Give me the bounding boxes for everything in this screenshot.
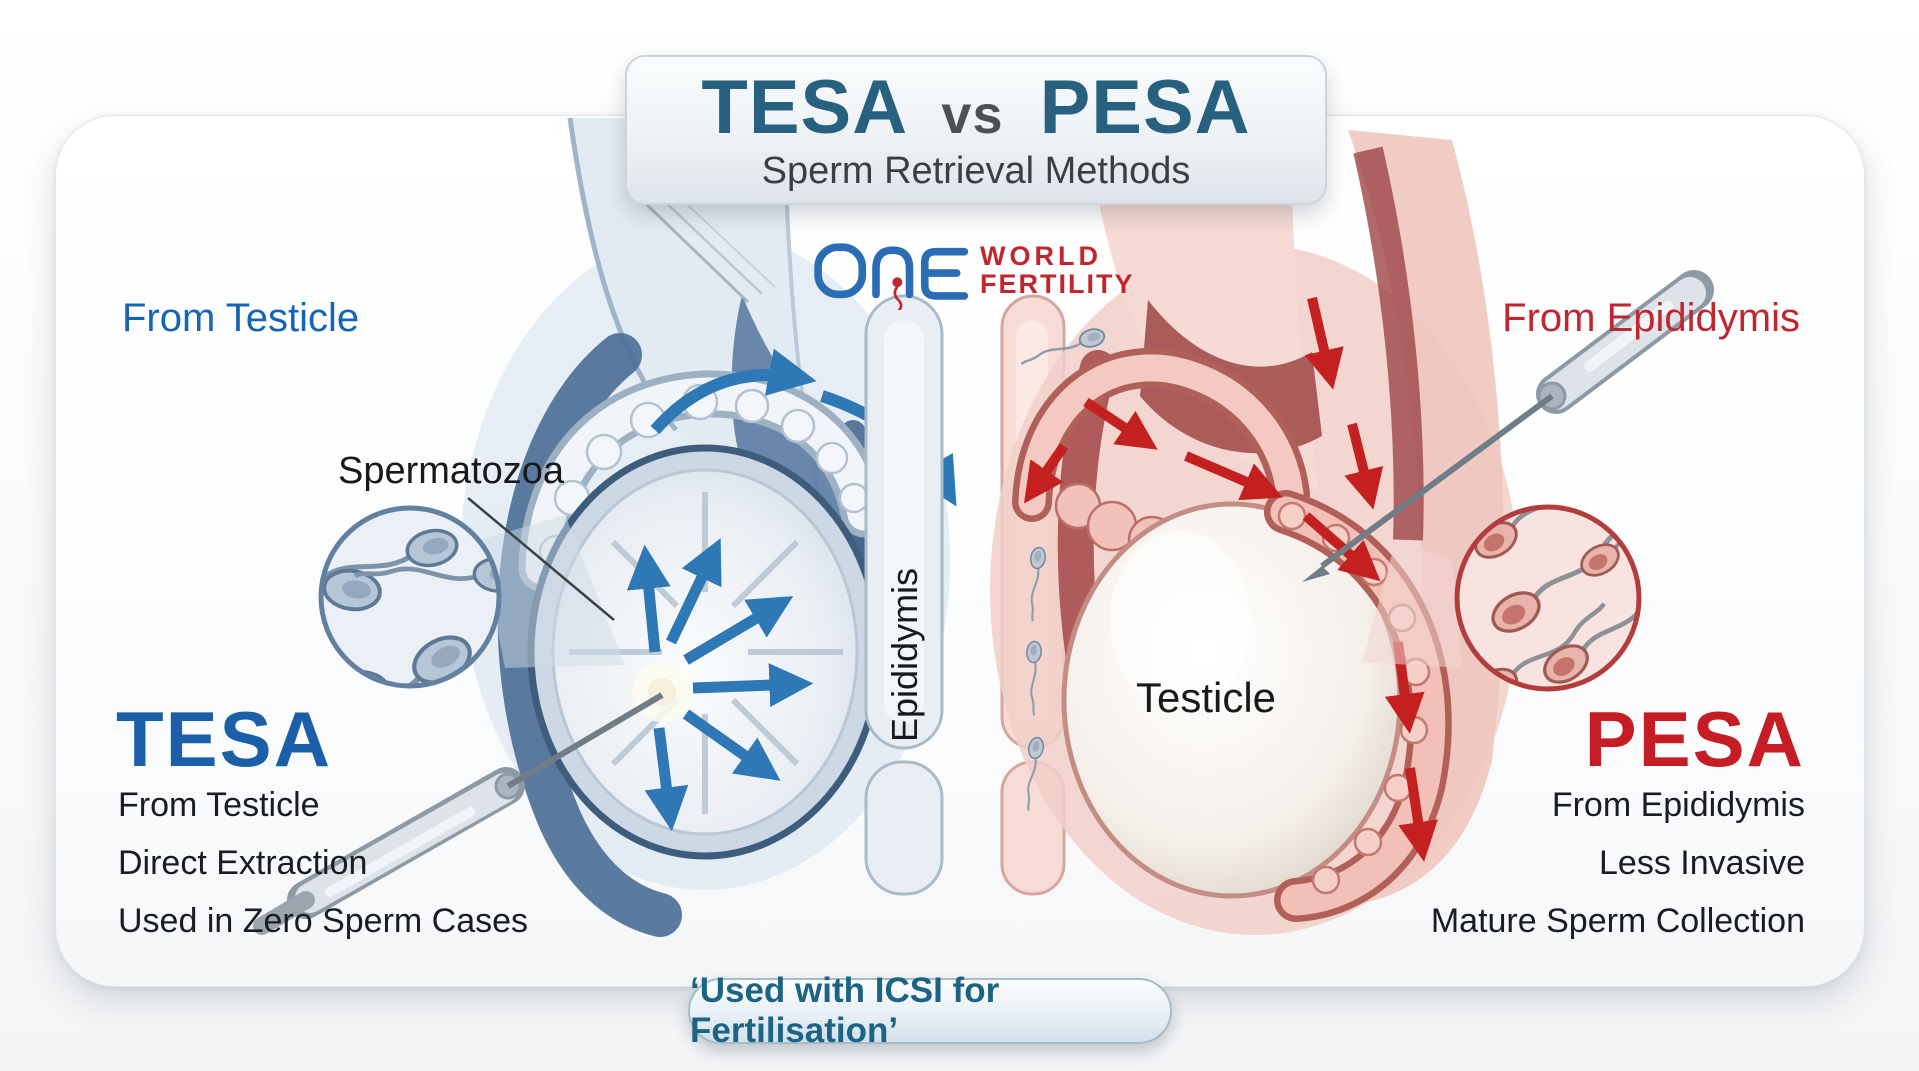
from-epididymis-label: From Epididymis [1502, 296, 1800, 340]
icsi-footer-badge: ‘Used with ICSI for Fertilisation’ [688, 971, 1172, 1050]
tesa-point-1: From Testicle [118, 786, 320, 824]
title-pesa: PESA [1039, 65, 1251, 150]
logo-wordmark: WORLD FERTILITY [980, 240, 1135, 299]
tesa-points: From Testicle Direct Extraction Used in … [118, 776, 528, 950]
title-vs: vs [941, 85, 1004, 145]
tesa-point-3: Used in Zero Sperm Cases [118, 902, 529, 940]
pesa-point-2: Less Invasive [1599, 844, 1805, 882]
epididymis-label: Epididymis [884, 567, 925, 742]
logo-word-world: WORLD [980, 240, 1102, 271]
pesa-point-3: Mature Sperm Collection [1430, 902, 1805, 940]
page-title: TESA vs PESA [701, 70, 1250, 146]
tesa-heading: TESA [116, 695, 333, 783]
testicle-label: Testicle [1135, 674, 1277, 721]
title-banner: TESA vs PESA Sperm Retrieval Methods [625, 55, 1327, 205]
logo-monogram-one [814, 243, 969, 310]
page-subtitle: Sperm Retrieval Methods [761, 150, 1191, 192]
from-testicle-label: From Testicle [122, 296, 360, 340]
title-tesa: TESA [701, 65, 906, 150]
logo-sperm-icon [892, 277, 903, 310]
pesa-points: From Epididymis Less Invasive Mature Spe… [1431, 776, 1805, 950]
tesa-point-2: Direct Extraction [118, 844, 368, 882]
pesa-point-1: From Epididymis [1551, 786, 1805, 824]
logo-word-fertility: FERTILITY [980, 269, 1135, 299]
spermatozoa-label: Spermatozoa [338, 450, 565, 492]
brand-logo: WORLD FERTILITY [812, 230, 1135, 310]
pesa-heading: PESA [1584, 695, 1805, 783]
